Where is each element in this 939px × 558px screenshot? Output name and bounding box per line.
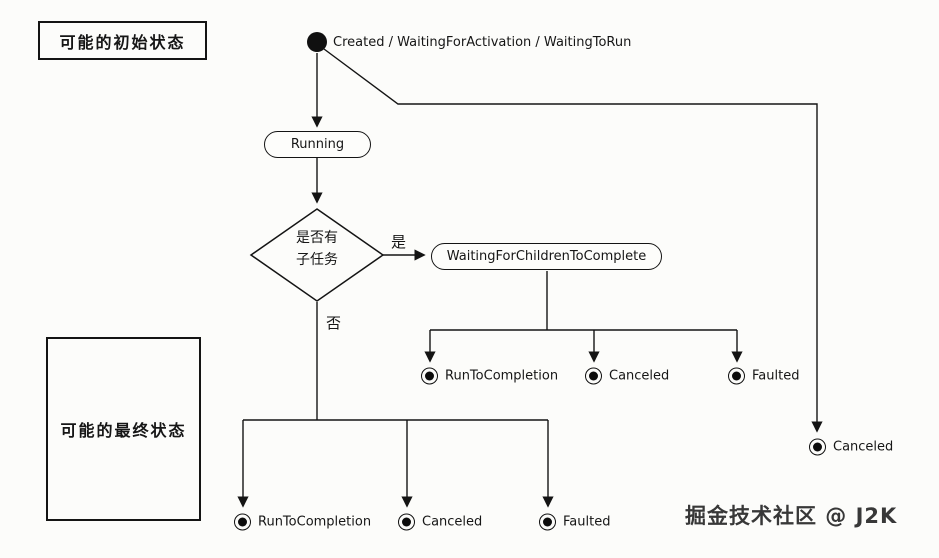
final-state-icon [539,513,556,531]
initial-states-annotation-box: 可能的初始状态 [38,21,207,60]
final-state-children-faulted: Faulted [728,367,800,385]
final-states-annotation-box: 可能的最终状态 [46,337,201,521]
final-state-icon [585,367,602,385]
watermark-text: 掘金技术社区 @ J2K [685,504,898,528]
waiting-for-children-node: WaitingForChildrenToComplete [431,243,662,270]
final-state-icon [421,367,438,385]
final-states-annotation-label: 可能的最终状态 [60,421,187,440]
running-state-node: Running [264,131,371,158]
final-state-icon [728,367,745,385]
final-state-children-runtocompletion: RunToCompletion [421,367,559,385]
decision-text: 是否有 子任务 [257,228,377,271]
decision-line2: 子任务 [296,251,338,268]
initial-state-label: Created / WaitingForActivation / Waiting… [333,35,632,50]
final-state-label: RunToCompletion [258,514,372,530]
final-state-icon [398,513,415,531]
initial-state-node [307,32,327,52]
final-state-label: Canceled [833,439,894,455]
final-state-label: RunToCompletion [445,368,559,384]
final-state-label: Faulted [752,368,800,384]
final-state-label: Faulted [563,514,611,530]
no-branch-label: 否 [326,314,342,332]
final-state-bottom-runtocompletion: RunToCompletion [234,513,372,531]
final-state-right-canceled: Canceled [809,438,894,456]
final-state-icon [809,438,826,456]
final-state-label: Canceled [609,368,670,384]
decision-diamond [249,208,385,302]
decision-line1: 是否有 [296,230,338,246]
waiting-for-children-label: WaitingForChildrenToComplete [446,249,647,264]
final-state-icon [234,513,251,531]
running-state-label: Running [290,137,345,152]
final-state-children-canceled: Canceled [585,367,670,385]
final-state-bottom-faulted: Faulted [539,513,611,531]
initial-states-annotation-label: 可能的初始状态 [59,32,186,52]
yes-branch-label: 是 [391,233,407,251]
final-state-label: Canceled [422,514,483,530]
edge-initial-to-canceled [323,48,823,433]
final-state-bottom-canceled: Canceled [398,513,483,531]
